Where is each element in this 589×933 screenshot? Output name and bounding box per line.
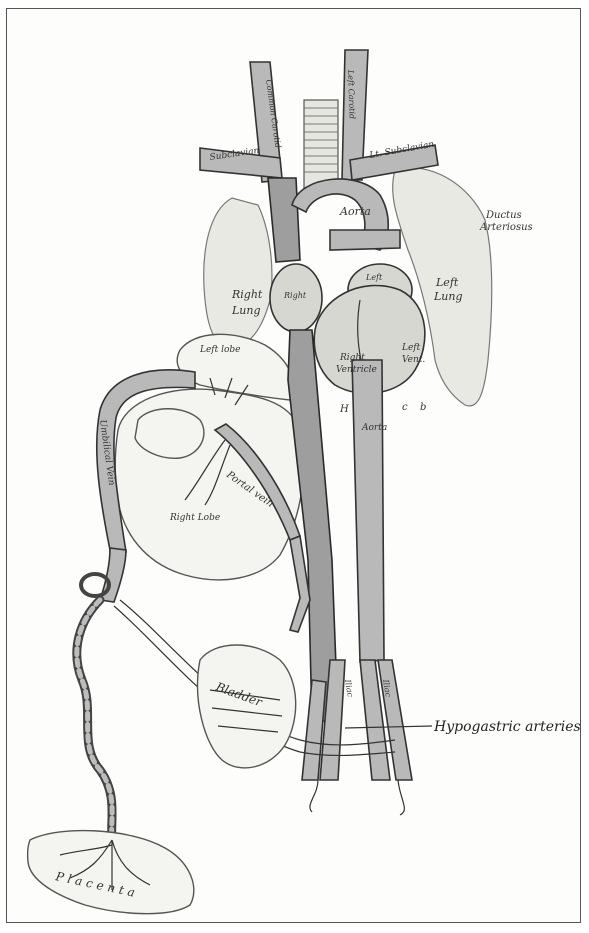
iliac-branches [302, 660, 412, 815]
descending-aorta [352, 360, 384, 662]
superior-vena-cava [268, 178, 300, 262]
trachea [304, 100, 338, 190]
label-left-vent-1: Left [401, 343, 421, 353]
ductus-vessel [330, 230, 400, 250]
label-l-carotid: Left Carotid [346, 69, 357, 119]
label-letter-b: b [420, 402, 426, 413]
label-left-lung-1: Left [435, 276, 459, 289]
label-right-lung-2: Lung [231, 304, 261, 317]
label-right-ventricle-1: Right [339, 353, 365, 363]
label-left-lung-2: Lung [433, 290, 463, 303]
label-ductus-2: Arteriosus [479, 222, 533, 233]
label-left-lobe: Left lobe [199, 345, 241, 355]
label-letter-c: c [402, 402, 408, 413]
label-right-lung-1: Right [231, 288, 263, 301]
right-lung [204, 198, 272, 350]
label-aorta: Aorta [339, 205, 371, 218]
label-letter-h: H [339, 404, 349, 415]
label-aorta-desc: Aorta [361, 423, 387, 433]
label-right-ventricle-2: Ventricle [336, 365, 377, 375]
label-right-lobe: Right Lobe [169, 513, 220, 523]
bladder-organ [198, 645, 296, 768]
label-iliac-l: Iliac [343, 678, 355, 698]
label-left-auricle: Left [365, 273, 383, 282]
label-hypogastric-arteries: Hypogastric arteries [433, 719, 581, 735]
label-right-auricle: Right [283, 291, 307, 300]
liver [115, 334, 304, 580]
umbilical-cord [77, 574, 112, 840]
label-left-vent-2: Vent. [402, 355, 425, 365]
label-ductus-1: Ductus [485, 210, 522, 221]
